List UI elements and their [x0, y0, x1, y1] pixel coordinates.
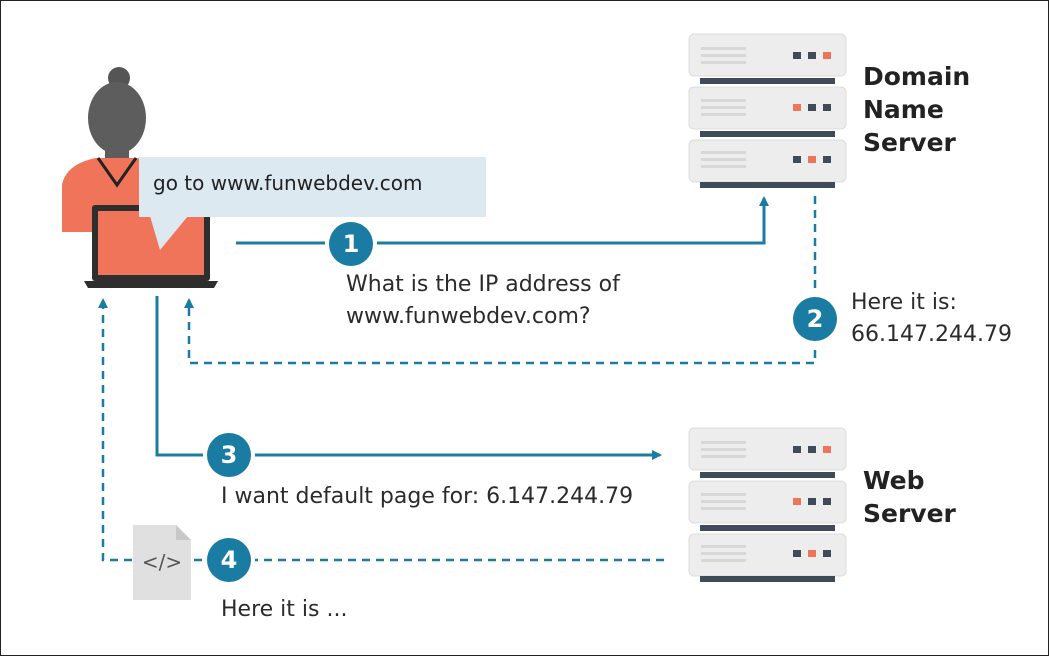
step-1-text: What is the IP address of www.funwebdev.… — [346, 272, 620, 329]
step-1-badge: 1 — [325, 218, 377, 270]
speech-bubble-tail — [150, 216, 188, 250]
step-4-badge: 4 — [203, 534, 255, 586]
step2-arrow — [184, 196, 817, 365]
web-server-label: Web Server — [863, 466, 956, 528]
step-3-badge: 3 — [203, 429, 255, 481]
svg-text:</>: </> — [142, 550, 182, 574]
step-4-text: Here it is ... — [221, 597, 348, 622]
step-2-text: Here it is: 66.147.244.79 — [851, 290, 1012, 347]
step4-arrow — [98, 298, 664, 562]
step3-arrow — [155, 296, 662, 460]
step1-arrow — [236, 196, 769, 245]
code-document-icon: </> — [133, 525, 191, 600]
dns-server-label: Domain Name Server — [863, 62, 971, 157]
speech-text: go to www.funwebdev.com — [153, 171, 423, 195]
web-server-icon — [688, 427, 847, 582]
dns-server-icon — [688, 33, 847, 188]
step-2-badge: 2 — [789, 293, 841, 345]
step-3-text: I want default page for: 6.147.244.79 — [221, 484, 634, 509]
speech-bubble: go to www.funwebdev.com — [139, 157, 486, 217]
